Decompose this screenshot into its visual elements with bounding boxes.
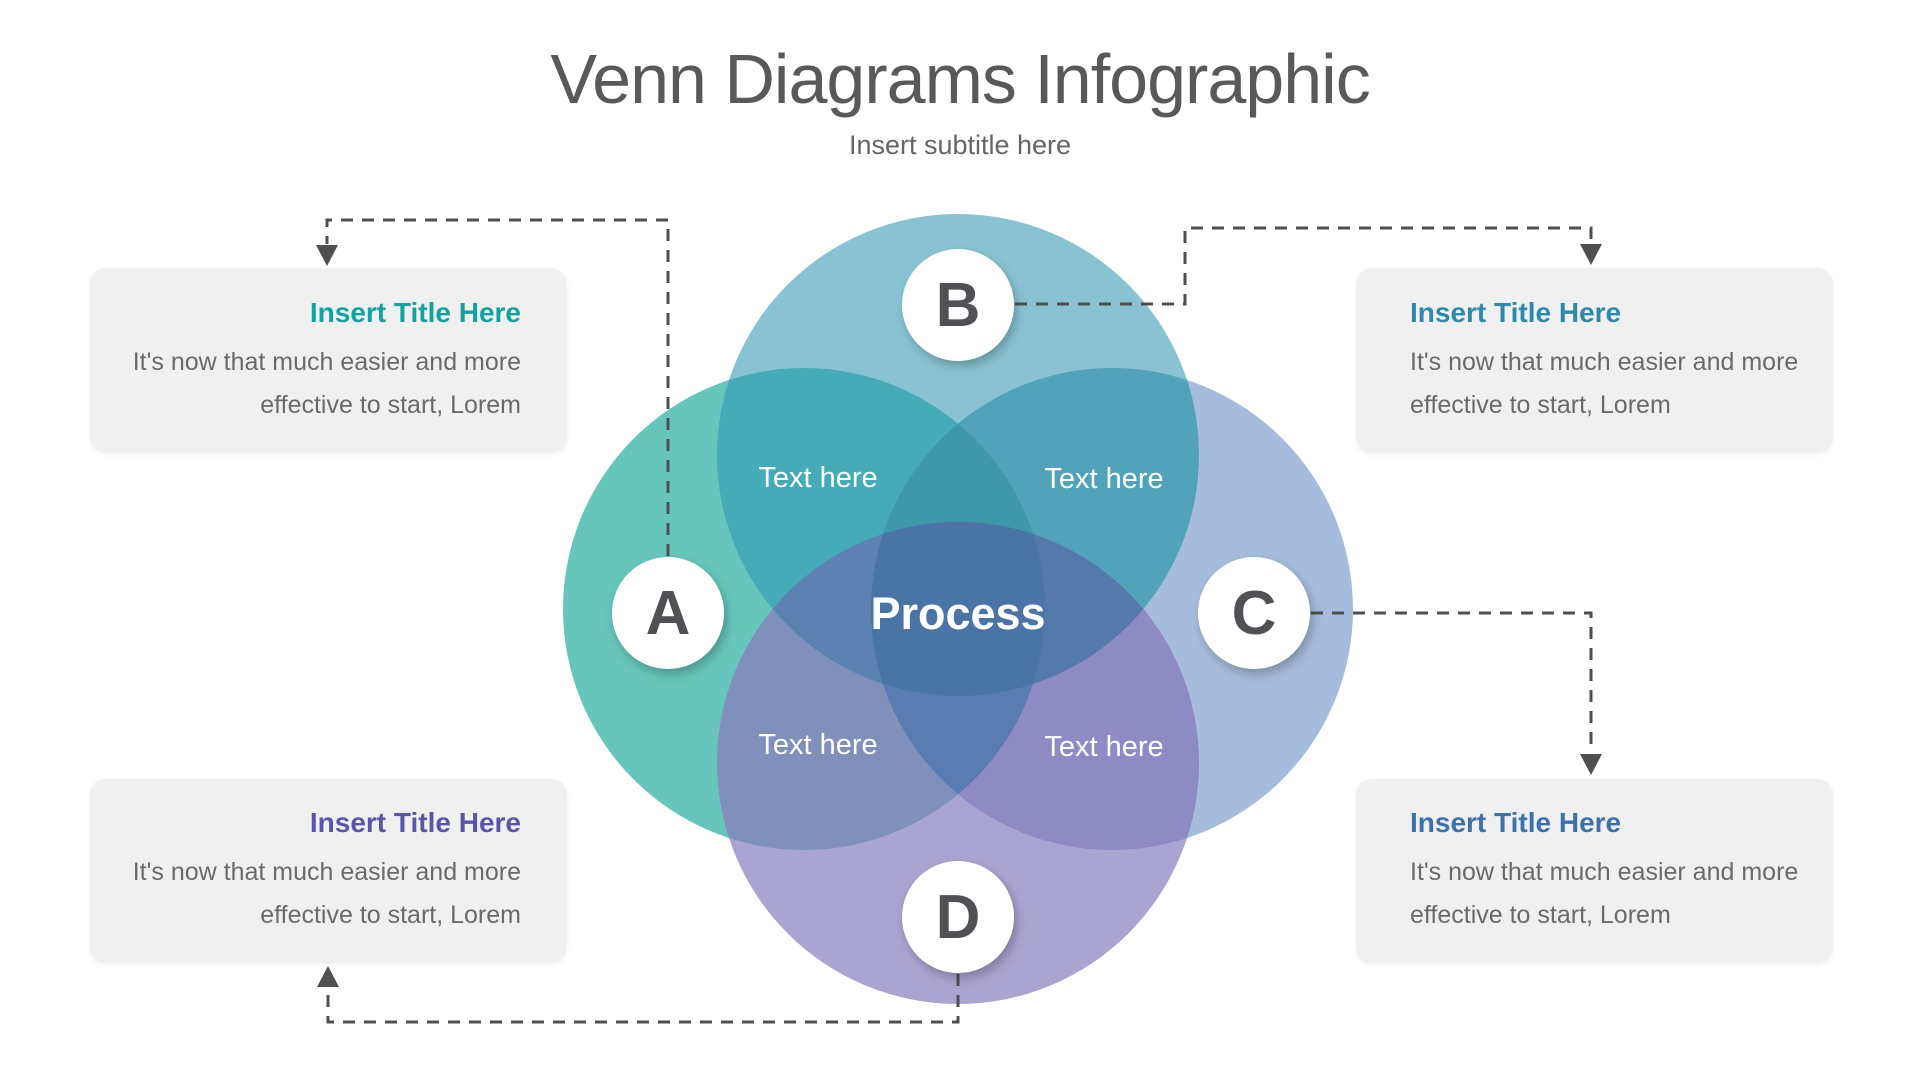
badge-a: A [612,557,724,669]
overlap-label-cd: Text here [1044,731,1163,763]
overlap-label-ad: Text here [758,729,877,761]
info-box-body-line1: It's now that much easier and more [132,858,521,886]
connector-a-line [325,218,670,556]
badge-b-letter: B [936,271,981,340]
badge-c: C [1198,557,1310,669]
region-abc [871,368,1045,696]
region-acd [871,522,1045,850]
connector-a-arrow-icon [316,245,338,266]
info-box-body: It's now that much easier and more effec… [1410,851,1799,937]
badge-a-letter: A [646,579,691,648]
overlap-label-ab: Text here [758,462,877,494]
info-box-bottom-left: Insert Title Here It's now that much eas… [90,779,567,963]
info-box-top-left: Insert Title Here It's now that much eas… [90,268,567,453]
region-abd [717,522,1045,696]
badge-c-circle [1198,557,1310,669]
info-box-title: Insert Title Here [309,296,521,328]
info-box-title: Insert Title Here [1410,807,1622,838]
connector-b [1015,226,1602,306]
connector-b-arrow-icon [1580,244,1602,265]
region-bcd [871,522,1199,696]
info-box-body-line2: effective to start, Lorem [260,901,521,929]
info-box-body-line2: effective to start, Lorem [1410,901,1671,929]
info-box-title: Insert Title Here [309,807,521,838]
info-box-body: It's now that much easier and more effec… [130,341,521,427]
info-box-title: Insert Title Here [1410,296,1622,328]
overlap-label-bc: Text here [1044,463,1163,495]
connector-c [1311,611,1602,775]
connector-c-arrow-icon [1580,754,1602,775]
info-box-top-right: Insert Title Here It's now that much eas… [1356,268,1833,453]
connector-d-line [326,974,960,1024]
info-box-body-line2: effective to start, Lorem [260,390,521,419]
center-label: Process [870,588,1045,639]
badge-d-circle [902,861,1014,973]
badge-a-circle [612,557,724,669]
info-box-bottom-right: Insert Title Here It's now that much eas… [1356,779,1833,963]
info-box-body-line2: effective to start, Lorem [1410,390,1671,419]
connector-a [316,218,670,556]
header: Venn Diagrams Infographic Insert subtitl… [0,42,1920,160]
badge-b-circle [902,249,1014,361]
info-box-body-line1: It's now that much easier and more [1410,858,1799,886]
connector-b-line [1015,226,1593,306]
page-title: Venn Diagrams Infographic [550,40,1370,118]
info-box-body-line1: It's now that much easier and more [1410,347,1799,376]
page-subtitle: Insert subtitle here [848,130,1072,160]
badge-c-letter: C [1232,579,1277,648]
connector-c-line [1311,611,1593,753]
info-box-body: It's now that much easier and more effec… [1410,341,1799,427]
badge-d: D [902,861,1014,973]
badge-d-letter: D [936,883,981,952]
info-box-body-line1: It's now that much easier and more [132,347,521,376]
connector-d-arrow-icon [317,966,339,987]
info-box-body: It's now that much easier and more effec… [130,851,521,937]
connector-d [317,966,960,1024]
badge-b: B [902,249,1014,361]
